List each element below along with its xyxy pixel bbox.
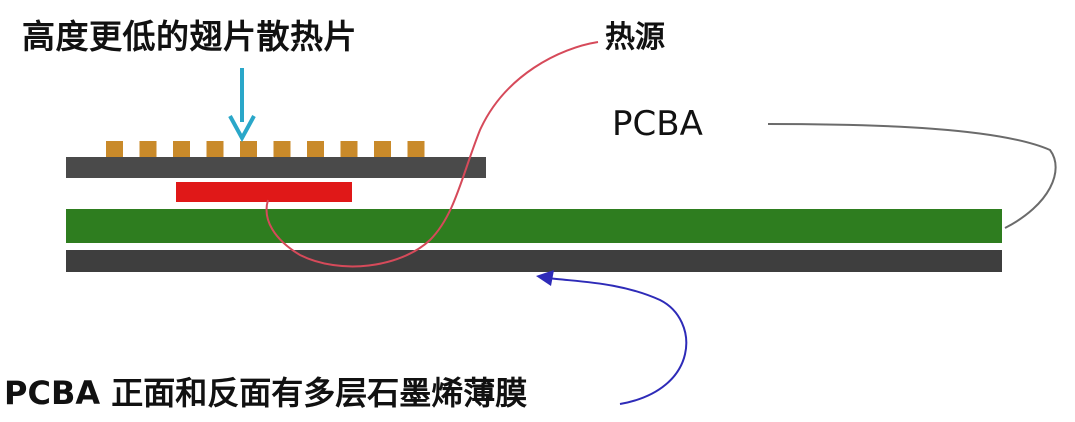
graphene-film-arrowhead (536, 270, 554, 286)
heatsink-base-plate (66, 157, 486, 178)
bottom-film-layer (66, 250, 1002, 272)
heatsink-fin (106, 141, 123, 159)
heatsink-fin (374, 141, 391, 159)
heatsink-fin (307, 141, 324, 159)
pcba-leader-line (767, 123, 1057, 229)
graphene-film-label: PCBA 正面和反面有多层石墨烯薄膜 (4, 374, 528, 412)
pcba-label: PCBA (612, 104, 703, 144)
fin-pointer-arrow (228, 68, 256, 143)
heatsink-fin (407, 141, 425, 159)
heatsink-fin (340, 141, 358, 159)
heat-source-label: 热源 (605, 20, 665, 55)
heatsink-fin (173, 141, 190, 159)
heatsink-fins (106, 141, 425, 159)
heat-source-chip (176, 182, 352, 202)
graphene-film-arrow (547, 277, 688, 405)
pcb-board (66, 209, 1002, 243)
heatsink-fin (273, 141, 291, 159)
heatsink-fin (139, 141, 157, 159)
heat-source-highlight-circle (265, 41, 599, 268)
heatsink-fin (206, 141, 224, 159)
heatsink-fin (240, 141, 257, 159)
fin-heatsink-label: 高度更低的翅片散热片 (22, 17, 357, 56)
